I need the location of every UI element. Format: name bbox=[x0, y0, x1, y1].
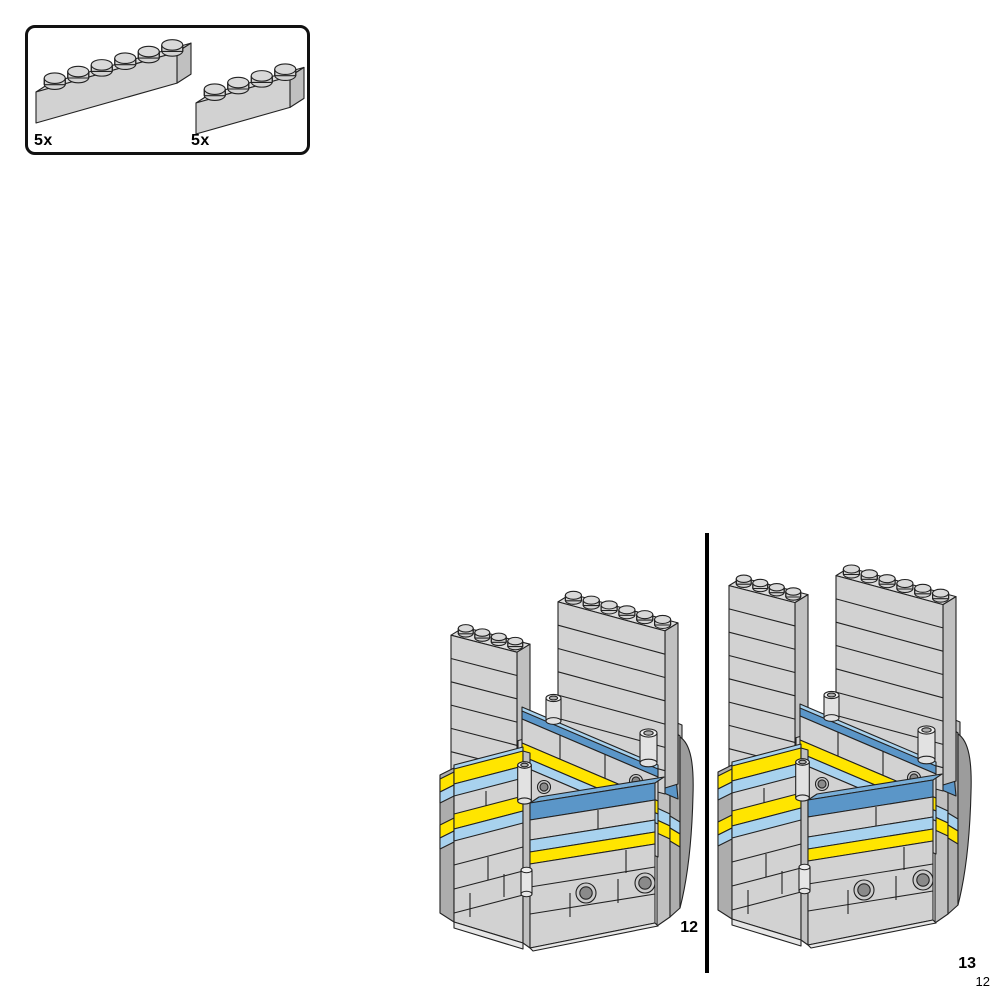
part-quantity-1x4: 5x bbox=[191, 132, 210, 149]
step-number-12: 12 bbox=[680, 919, 698, 936]
step-number-13: 13 bbox=[958, 955, 976, 972]
page-number: 12 bbox=[975, 974, 990, 989]
part-quantity-1x6: 5x bbox=[34, 132, 53, 149]
parts-callout-box: 5x 5x bbox=[25, 25, 310, 155]
parts-bricks-illustration bbox=[35, 39, 305, 135]
step-12-assembly-illustration bbox=[439, 590, 694, 952]
step-divider-line bbox=[705, 533, 709, 973]
step-13-assembly-illustration bbox=[717, 564, 972, 949]
